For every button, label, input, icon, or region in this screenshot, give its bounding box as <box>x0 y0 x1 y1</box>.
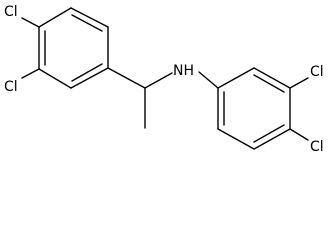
bond <box>70 67 109 89</box>
atom-label-cl: Cl <box>4 4 18 20</box>
bond-ch-to-n <box>144 72 173 89</box>
bond <box>217 67 255 89</box>
bond <box>253 128 291 150</box>
double-bond-inner <box>253 124 285 143</box>
double-bond-inner <box>253 74 285 93</box>
bond-cl-right-bottom <box>289 128 309 141</box>
double-bond-inner <box>71 14 103 32</box>
atom-label-nh: NH <box>173 63 194 79</box>
molecule-structure-diagram: Cl Cl NH Cl Cl <box>4 4 324 155</box>
atom-label-cl: Cl <box>4 79 18 95</box>
bond <box>217 128 255 150</box>
atom-label-cl: Cl <box>310 64 324 80</box>
left-benzene-ring <box>38 7 109 89</box>
double-bond-inner <box>71 63 103 82</box>
bond-cl-left-bottom <box>21 68 40 79</box>
bond-n-to-ring <box>198 71 219 89</box>
bond <box>70 7 109 28</box>
bond-cl-left-top <box>21 17 40 28</box>
bond-cl-right-top <box>289 77 309 89</box>
bond <box>253 67 291 89</box>
atom-label-cl: Cl <box>310 139 324 155</box>
bond-ring-to-ch <box>107 67 146 89</box>
bond <box>38 7 72 28</box>
right-benzene-ring <box>217 67 291 150</box>
bond <box>38 68 72 89</box>
